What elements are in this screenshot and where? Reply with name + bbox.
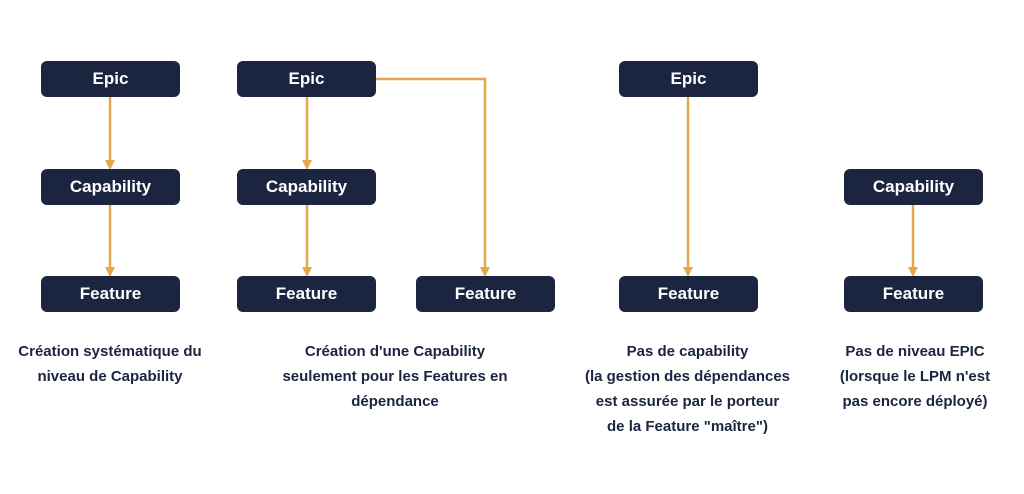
- col3-feature-node: Feature: [619, 276, 758, 312]
- col4-feature-node: Feature: [844, 276, 983, 312]
- col2-feature-left-node: Feature: [237, 276, 376, 312]
- col3-caption: Pas de capability (la gestion des dépend…: [584, 343, 791, 435]
- col4-caption: Pas de niveau EPIC (lorsque le LPM n'est…: [839, 343, 991, 410]
- col2-epic-node: Epic: [237, 61, 376, 97]
- col2-capability-node: Capability: [237, 169, 376, 205]
- col1-feature-node: Feature: [41, 276, 180, 312]
- col3-epic-node: Epic: [619, 61, 758, 97]
- col4-capability-node: Capability: [844, 169, 983, 205]
- col1-caption: Création systématique du niveau de Capab…: [18, 343, 202, 385]
- col1-capability-node: Capability: [41, 169, 180, 205]
- col2-caption: Création d'une Capability seulement pour…: [282, 343, 508, 410]
- col2-feature-right-node: Feature: [416, 276, 555, 312]
- col1-epic-node: Epic: [41, 61, 180, 97]
- arrow-col2-epic-to-feature-right: [376, 77, 490, 277]
